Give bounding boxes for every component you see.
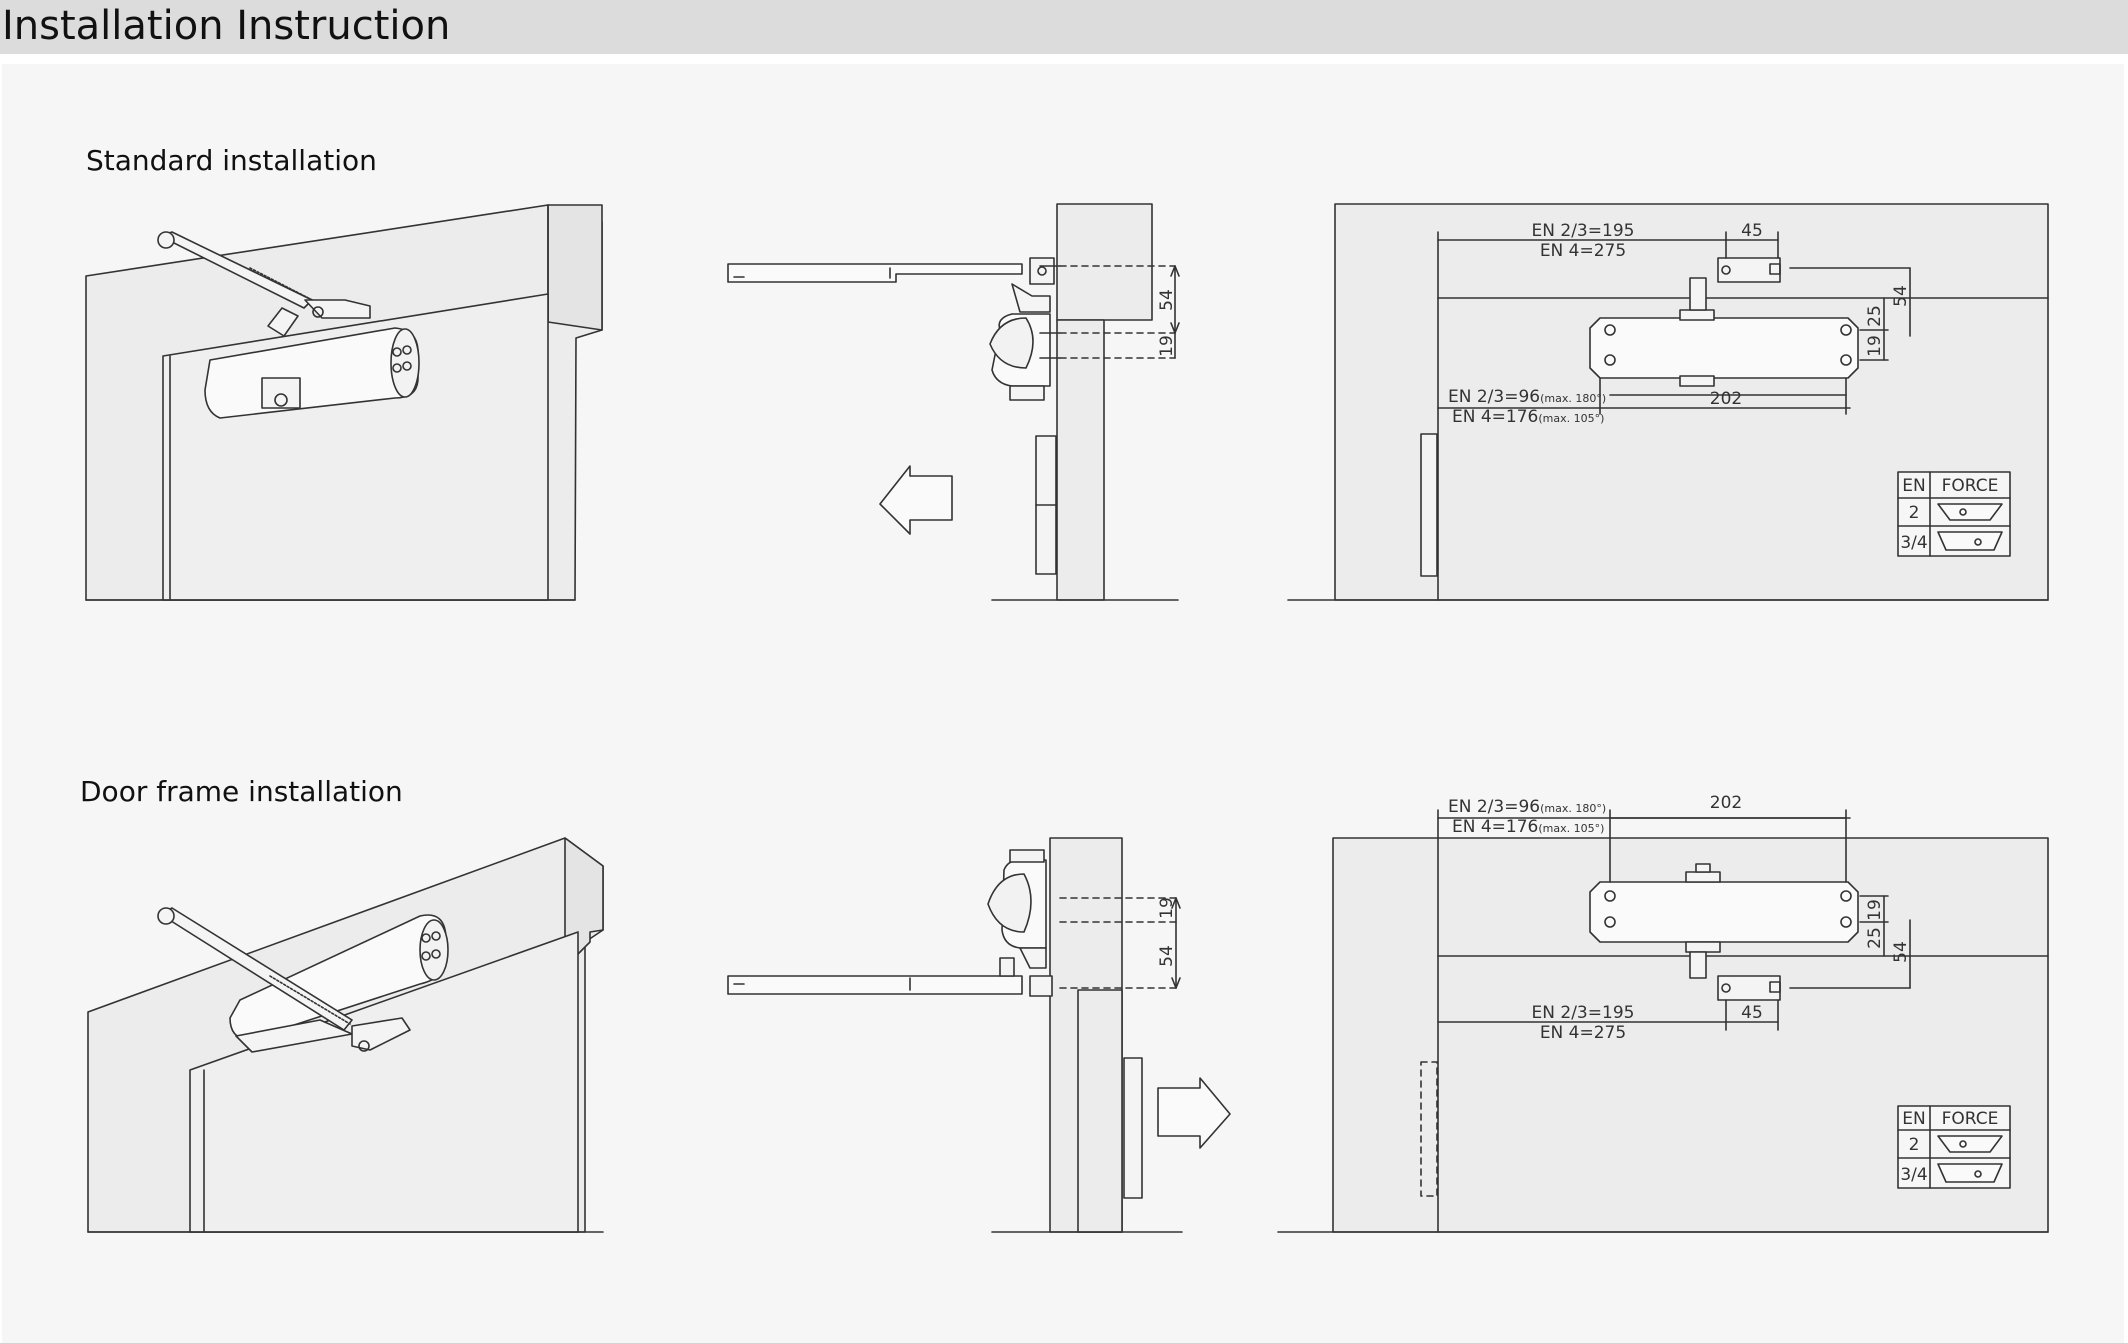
page-title: Installation Instruction — [2, 3, 451, 49]
standard-dim-en4-176: EN 4=176(max. 105°) — [1452, 407, 1604, 427]
frame-force-table — [1897, 1105, 2011, 1189]
standard-force-table — [1897, 471, 2011, 557]
frame-dim-en23-195: EN 2/3=195 — [1532, 1003, 1635, 1023]
standard-dim-en23-195: EN 2/3=195 — [1532, 221, 1635, 241]
frame-dim-en4-275: EN 4=275 — [1540, 1023, 1626, 1043]
frame-side-view — [727, 837, 1231, 1233]
standard-dim-54: 54 — [1891, 285, 1911, 307]
frame-dim-45: 45 — [1741, 1003, 1763, 1023]
standard-force-header-force: FORCE — [1942, 476, 1999, 496]
frame-force-header-force: FORCE — [1942, 1109, 1999, 1129]
frame-force-row-34: 3/4 — [1900, 1165, 1927, 1185]
frame-force-header-en: EN — [1902, 1109, 1925, 1129]
standard-force-row-2: 2 — [1909, 503, 1920, 523]
frame-side-dim-19: 19 — [1157, 897, 1177, 919]
frame-side-dim-54: 54 — [1157, 945, 1177, 967]
frame-perspective-view — [87, 837, 604, 1233]
frame-dim-54: 54 — [1891, 941, 1911, 963]
standard-dim-en4-275: EN 4=275 — [1540, 241, 1626, 261]
standard-installation-heading: Standard installation — [86, 144, 377, 177]
standard-dim-en23-96: EN 2/3=96(max. 180°) — [1448, 387, 1606, 407]
standard-side-view — [727, 203, 1180, 601]
frame-dim-25: 25 — [1865, 927, 1885, 949]
frame-dim-en4-176: EN 4=176(max. 105°) — [1452, 817, 1604, 837]
standard-dim-25: 25 — [1865, 305, 1885, 327]
standard-force-row-34: 3/4 — [1900, 533, 1927, 553]
title-bar: Installation Instruction — [0, 0, 2128, 54]
standard-perspective-view — [85, 204, 603, 601]
standard-force-header-en: EN — [1902, 476, 1925, 496]
frame-dim-19: 19 — [1865, 899, 1885, 921]
standard-dim-202: 202 — [1710, 389, 1742, 409]
standard-side-dim-19: 19 — [1157, 335, 1177, 357]
standard-dim-19: 19 — [1865, 335, 1885, 357]
frame-dim-en23-96: EN 2/3=96(max. 180°) — [1448, 797, 1606, 817]
frame-force-row-2: 2 — [1909, 1135, 1920, 1155]
standard-side-dim-54: 54 — [1157, 289, 1177, 311]
standard-dim-45: 45 — [1741, 221, 1763, 241]
frame-dim-202: 202 — [1710, 793, 1742, 813]
door-frame-installation-heading: Door frame installation — [80, 775, 403, 808]
